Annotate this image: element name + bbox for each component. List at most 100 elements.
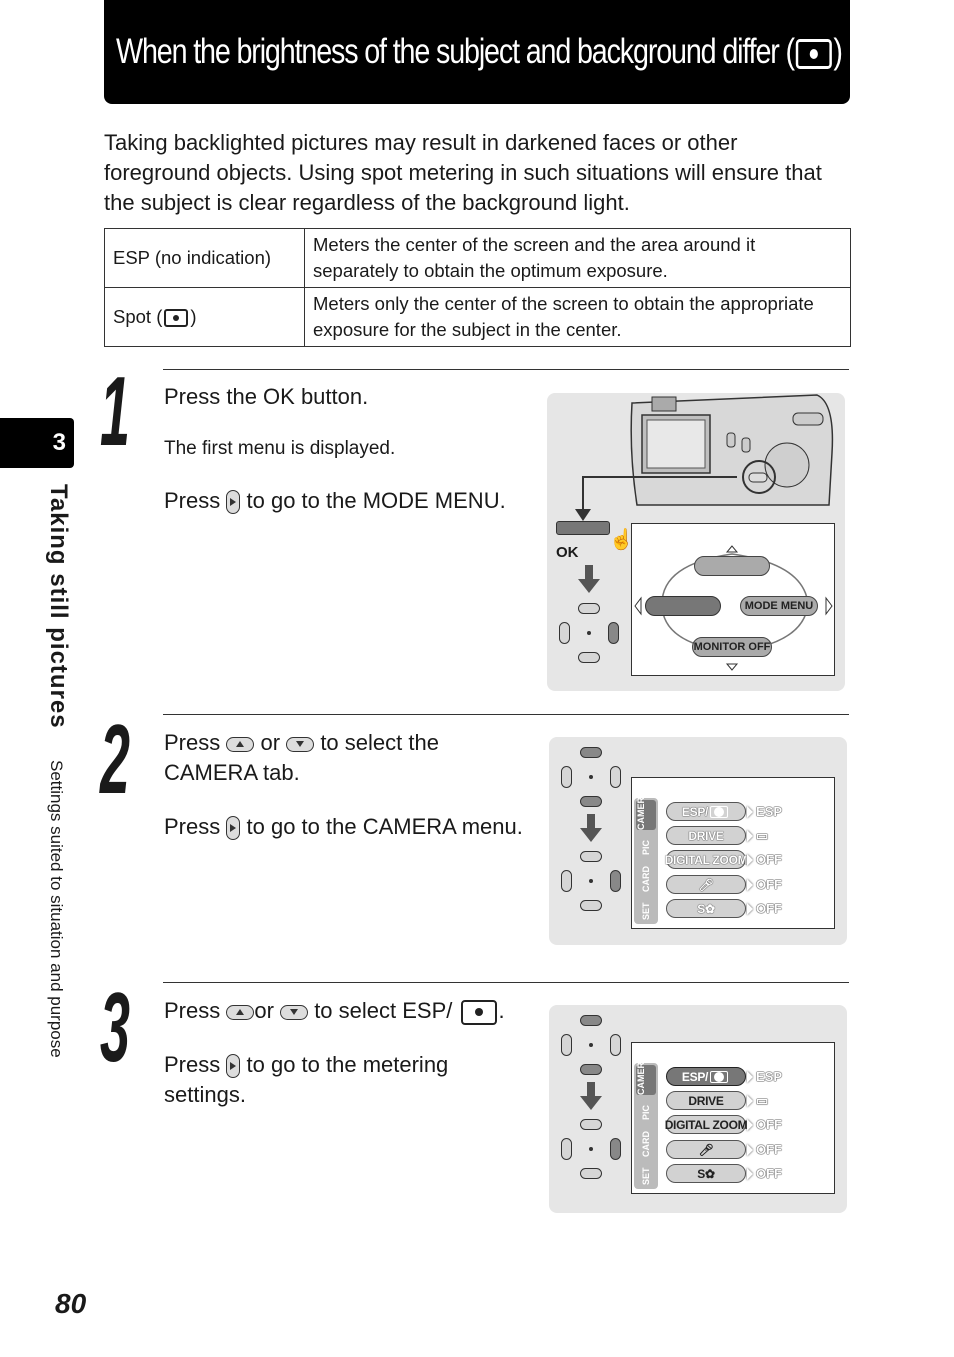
step-note: The first menu is displayed.	[164, 438, 396, 459]
page-number: 80	[55, 1288, 87, 1319]
text-fragment: Press	[164, 1052, 221, 1077]
tab-pic: PIC	[641, 1104, 651, 1120]
single-frame-icon: ▭	[756, 1093, 769, 1108]
menu-item-drive: DRIVE	[666, 826, 746, 845]
table-row: Spot () Meters only the center of the sc…	[104, 287, 851, 347]
chapter-title: Taking still pictures	[45, 484, 72, 729]
arrow-pad-icon	[559, 603, 619, 663]
right-arrow-button-icon	[226, 816, 241, 841]
menu-value: OFF	[756, 1117, 782, 1132]
chapter-subtitle: Settings suited to situation and purpose	[47, 760, 66, 1058]
arrow-pad-icon	[561, 1119, 621, 1179]
monitor-off-item: MONITOR OFF	[692, 637, 772, 657]
step-2-text: Press or to select the CAMERA tab. Press…	[164, 728, 524, 866]
desc-cell: Meters only the center of the screen to …	[304, 287, 851, 347]
arrow-pad-icon	[561, 1015, 621, 1075]
menu-shortcut-item	[645, 596, 721, 616]
spot-metering-icon	[710, 805, 729, 818]
flower-icon: ✿	[704, 1166, 715, 1181]
text-fragment: .	[498, 998, 505, 1023]
menu-tabs: CAMERA PIC CARD SET	[634, 791, 658, 924]
single-frame-icon: ▭	[756, 828, 769, 843]
menu-item-sound: 🎤︎	[666, 875, 746, 894]
spot-metering-icon	[795, 38, 832, 69]
step-3-illustration: CAMERA PIC CARD SET ESP/ ESP DRIVE ▭ DIG…	[549, 1005, 847, 1213]
desc-cell: Meters the center of the screen and the …	[304, 228, 851, 288]
lcd-screen-camera-menu: CAMERA PIC CARD SET ESP/ ESP DRIVE ▭ DIG…	[631, 1042, 835, 1194]
text-fragment: Press	[164, 814, 221, 839]
step-divider	[163, 982, 849, 983]
tab-camera: CAMERA	[636, 791, 656, 830]
tab-set: SET	[641, 902, 651, 920]
menu-value: OFF	[756, 852, 782, 867]
tab-pic: PIC	[641, 839, 651, 855]
menu-value: OFF	[756, 1142, 782, 1157]
tab-set: SET	[641, 1167, 651, 1185]
step-instruction: Press the OK button.	[164, 384, 369, 409]
step-1-text: Press the OK button. The first menu is d…	[164, 382, 524, 540]
flower-icon: ✿	[704, 901, 715, 916]
text-fragment: to select ESP/	[314, 998, 453, 1023]
pointing-hand-icon: ☝	[609, 529, 634, 551]
menu-value: OFF	[756, 877, 782, 892]
step-3-text: Press or to select ESP/ . Press to go to…	[164, 996, 524, 1134]
right-arrow-button-icon	[226, 490, 241, 515]
spot-metering-icon	[460, 999, 497, 1025]
menu-item-esp: ESP/	[666, 802, 746, 821]
step-instruction: Press or to select the CAMERA tab.	[164, 728, 524, 788]
ok-button	[556, 521, 610, 535]
spot-metering-icon	[164, 309, 189, 328]
step-instruction: Press to go to the CAMERA menu.	[164, 812, 524, 842]
text-fragment: to go to the CAMERA menu.	[246, 814, 523, 839]
down-arrow-icon	[578, 565, 600, 595]
step-2-illustration: CAMERA PIC CARD SET ESP/ ESP DRIVE ▭ DIG…	[549, 737, 847, 945]
text-fragment: to go to the metering settings.	[164, 1052, 449, 1107]
step-instruction: Press to go to the metering settings.	[164, 1050, 524, 1110]
step-instruction: Press or to select ESP/ .	[164, 996, 524, 1026]
menu-item-label: S	[697, 1166, 705, 1181]
page-title-close: )	[833, 32, 843, 71]
menu-item-digital-zoom: DIGITAL ZOOM	[665, 850, 748, 869]
tab-card: CARD	[641, 866, 651, 892]
spot-metering-icon	[710, 1070, 729, 1083]
chapter-number-tab: 3	[0, 418, 74, 468]
text-fragment: to select the CAMERA tab.	[164, 730, 439, 785]
text-fragment: Press	[164, 488, 221, 513]
text-fragment: to go to the MODE MENU.	[246, 488, 506, 513]
page-title-bar: When the brightness of the subject and b…	[104, 0, 850, 104]
step-number: 3	[100, 972, 130, 1082]
mode-cell: ESP (no indication)	[104, 228, 305, 288]
intro-paragraph: Taking backlighted pictures may result i…	[104, 130, 822, 215]
down-button-icon	[280, 1004, 309, 1020]
metering-modes-table: ESP (no indication) Meters the center of…	[104, 228, 851, 347]
text-fragment: or	[260, 730, 281, 755]
menu-item-label: ESP/	[681, 804, 709, 819]
menu-item-digital-zoom: DIGITAL ZOOM	[665, 1115, 748, 1134]
step-number: 1	[100, 356, 130, 466]
table-row: ESP (no indication) Meters the center of…	[104, 228, 851, 288]
right-arrow-button-icon	[226, 1054, 241, 1079]
menu-value: ESP	[756, 804, 783, 819]
spot-mode-label: Spot (	[113, 306, 163, 327]
step-number: 2	[100, 704, 130, 814]
arrow-pad-icon	[561, 851, 621, 911]
text-fragment: Press	[164, 998, 221, 1023]
page-title: When the brightness of the subject and b…	[116, 32, 843, 72]
camera-back-illustration	[575, 394, 834, 521]
text-fragment: Press	[164, 730, 221, 755]
menu-tabs: CAMERA PIC CARD SET	[634, 1056, 658, 1189]
menu-item-super-macro: S✿	[666, 899, 746, 918]
step-divider	[163, 369, 849, 370]
menu-value: OFF	[756, 901, 782, 916]
lcd-screen-camera-menu: CAMERA PIC CARD SET ESP/ ESP DRIVE ▭ DIG…	[631, 777, 835, 929]
spot-mode-close: )	[190, 306, 197, 327]
ok-button-label: OK	[556, 544, 579, 561]
microphone-icon: 🎤︎	[698, 877, 714, 892]
down-arrow-icon	[580, 814, 602, 844]
microphone-icon: 🎤︎	[698, 1142, 714, 1157]
step-instruction: Press to go to the MODE MENU.	[164, 486, 524, 516]
arrow-pad-icon	[561, 747, 621, 807]
up-button-icon	[226, 1004, 255, 1020]
text-fragment: or	[254, 998, 274, 1023]
tab-camera: CAMERA	[636, 1056, 656, 1095]
